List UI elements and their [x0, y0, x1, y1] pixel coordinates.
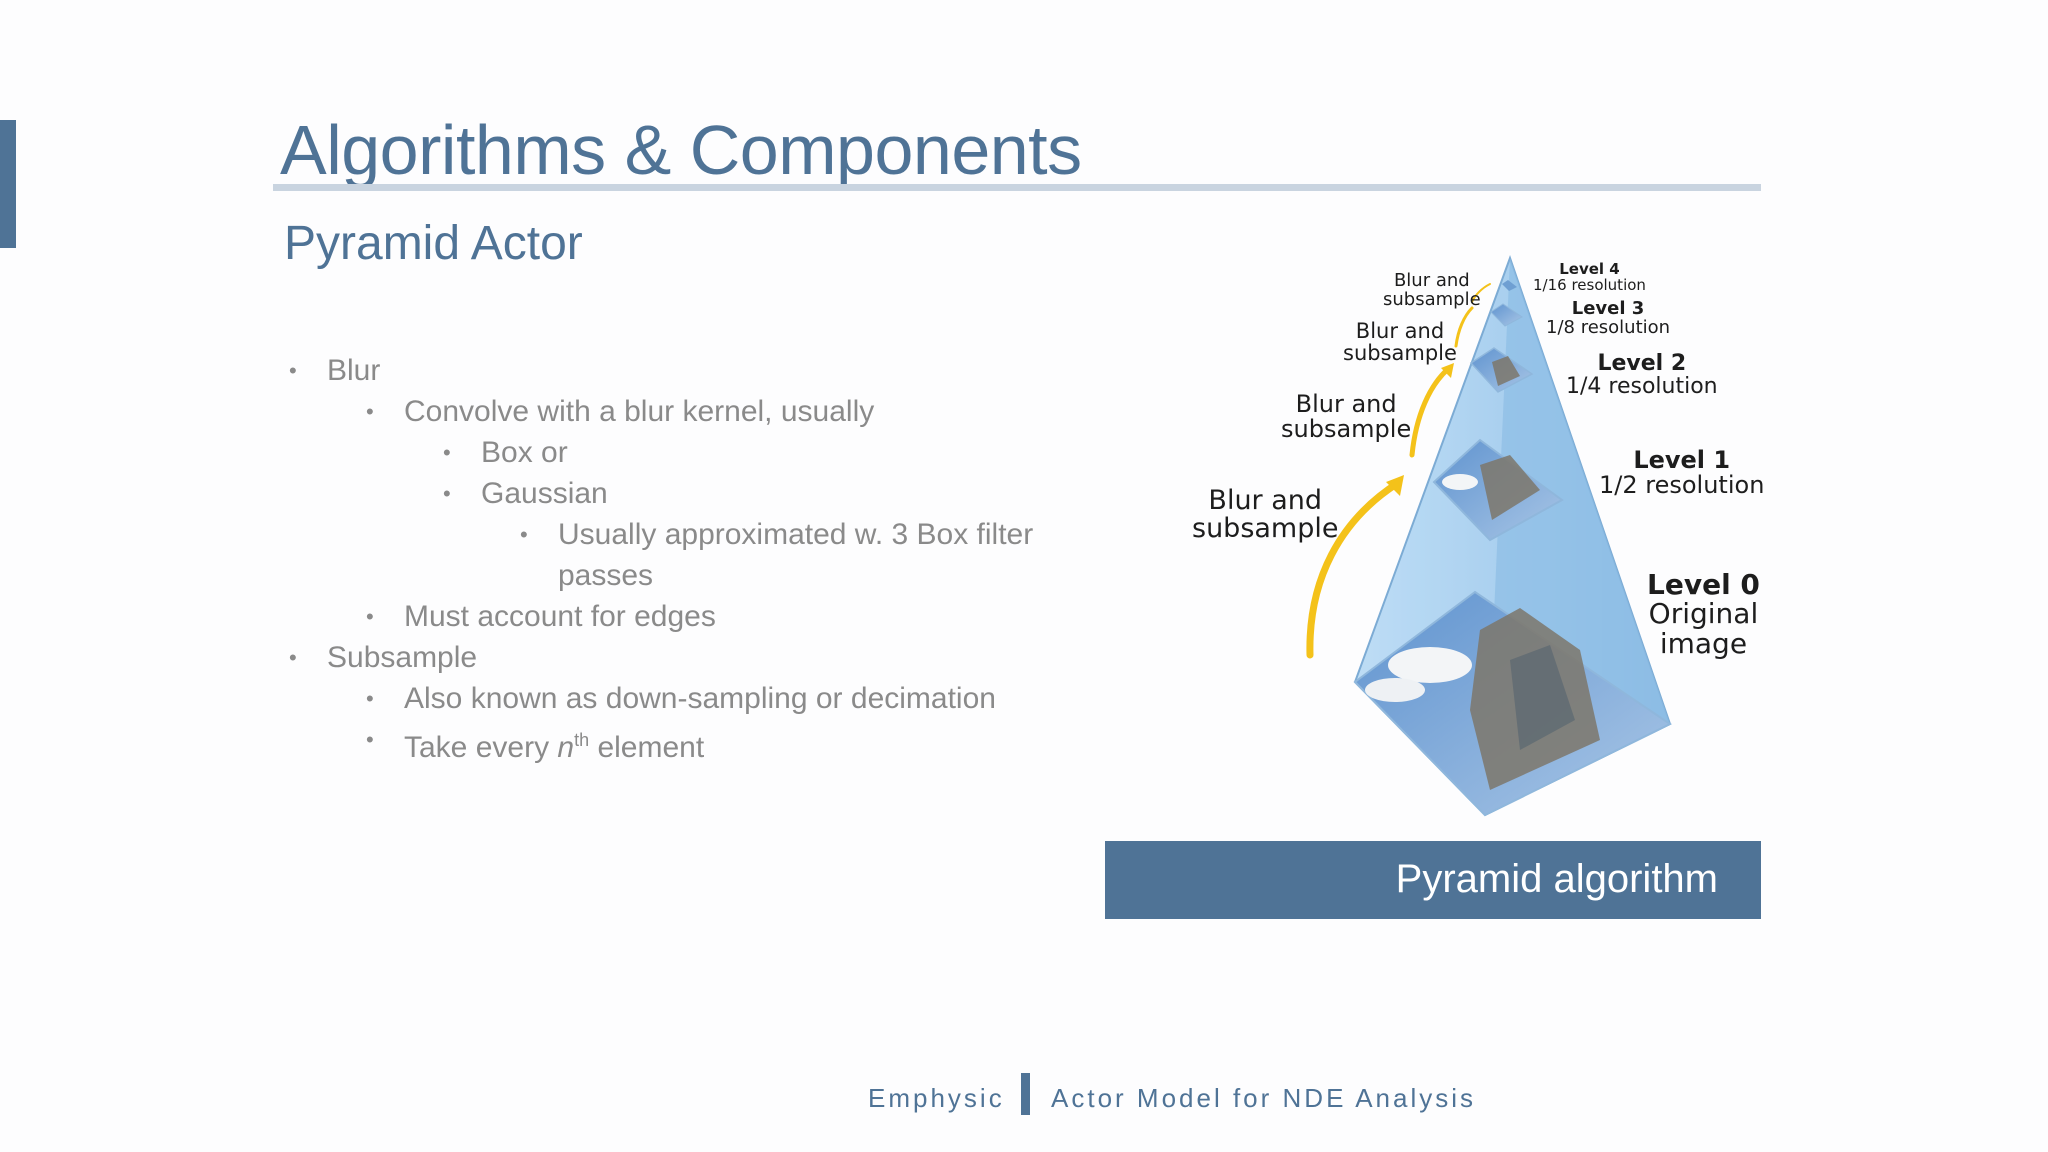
- arrow-head: [1386, 475, 1404, 496]
- pyramid-diagram: [1306, 255, 1672, 817]
- figure-caption-bar: Pyramid algorithm: [1105, 841, 1761, 919]
- bullet-nth-suffix: element: [589, 731, 705, 764]
- bullet-marker: •: [443, 481, 451, 506]
- level3-label: Level 3 1/8 resolution: [1546, 298, 1671, 338]
- level1-label: Level 1 1/2 resolution: [1599, 446, 1765, 500]
- level0-cloud: [1388, 647, 1472, 683]
- level0-cloud: [1365, 678, 1425, 702]
- level1-building: [1480, 455, 1540, 520]
- bullet-nth-variable: n: [557, 731, 575, 764]
- bullet-gaussian: Gaussian: [481, 477, 608, 510]
- step-label-level1-to-2: Blur and subsample: [1281, 390, 1412, 444]
- bullet-nth-prefix: Take every: [404, 731, 558, 764]
- bullet-box: Box or: [481, 436, 568, 469]
- level2-label: Level 2 1/4 resolution: [1566, 351, 1718, 400]
- arrow-level1-to-2: [1409, 366, 1451, 458]
- level0-building: [1510, 645, 1575, 750]
- bullet-convolve: Convolve with a blur kernel, usually: [404, 395, 875, 428]
- bullet-nth-superscript: th: [574, 730, 590, 750]
- bullet-blur: Blur: [327, 354, 381, 387]
- slide-subtitle: Pyramid Actor: [284, 217, 583, 270]
- pyramid-figure: Level 4 1/16 resolution Level 3 1/8 reso…: [1180, 250, 1780, 830]
- bullet-marker: •: [366, 604, 374, 629]
- step-label-level2-to-3: Blur and subsample: [1343, 319, 1457, 366]
- footer-divider: [1021, 1073, 1030, 1115]
- level2-building: [1492, 356, 1520, 386]
- level4-label: Level 4 1/16 resolution: [1533, 260, 1646, 294]
- bullet-nth-element: Take every nth element: [404, 722, 704, 766]
- bullet-marker: •: [289, 358, 297, 383]
- level4-image: [1502, 280, 1517, 291]
- bullet-marker: •: [289, 645, 297, 670]
- arrow-level2-to-3: [1454, 306, 1474, 348]
- bullet-marker: •: [366, 727, 374, 752]
- bullet-marker: •: [366, 399, 374, 424]
- step-label-level3-to-4: Blur and subsample: [1383, 270, 1481, 310]
- left-accent-bar: [0, 120, 16, 248]
- footer-company: Emphysic: [868, 1083, 1005, 1113]
- arrow-head: [1441, 363, 1454, 378]
- arrow-level3-to-4: [1471, 283, 1491, 303]
- bullet-downsampling: Also known as down-sampling or decimatio…: [404, 682, 996, 715]
- bullet-approx-line1: Usually approximated w. 3 Box filter: [558, 518, 1034, 551]
- bullet-approx-line2: passes: [558, 559, 654, 592]
- bullet-marker: •: [520, 522, 528, 547]
- bullet-edges: Must account for edges: [404, 600, 716, 633]
- footer-presentation-title: Actor Model for NDE Analysis: [1051, 1083, 1477, 1113]
- slide-title: Algorithms & Components: [280, 111, 1082, 189]
- title-underline: [273, 184, 1761, 191]
- level0-label: Level 0 Original image: [1647, 568, 1760, 660]
- level3-image: [1490, 303, 1523, 327]
- step-label-level0-to-1: Blur and subsample: [1192, 485, 1339, 545]
- figure-caption: Pyramid algorithm: [1395, 857, 1718, 901]
- level1-cloud: [1442, 474, 1478, 490]
- bullet-marker: •: [366, 686, 374, 711]
- bullet-subsample: Subsample: [327, 641, 478, 674]
- bullet-marker: •: [443, 440, 451, 465]
- arrow-level0-to-1: [1306, 479, 1402, 659]
